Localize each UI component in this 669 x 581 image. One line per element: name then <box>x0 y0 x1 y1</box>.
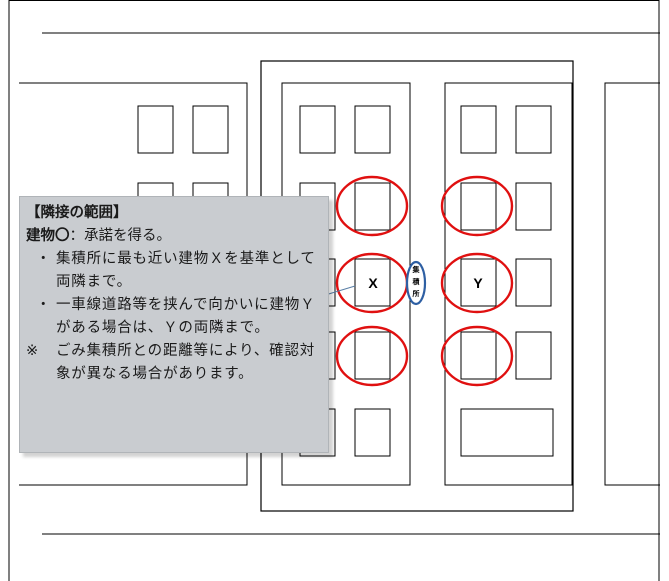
building <box>460 105 497 154</box>
building <box>137 105 174 154</box>
building <box>460 331 497 380</box>
outer-frame <box>8 0 660 581</box>
note-mark: ※ <box>26 343 39 359</box>
collection-point-char: 積 <box>412 277 421 286</box>
center-column-right <box>444 82 573 486</box>
callout-bullet-1: ・ 集積所に最も近い建物Ｘを基準として両隣まで。 <box>26 248 322 294</box>
building-x-label: X <box>368 275 378 291</box>
building <box>354 105 391 154</box>
building <box>354 408 391 457</box>
building <box>515 331 552 380</box>
collection-point-label: 集 積 所 <box>412 265 421 298</box>
building <box>515 105 552 154</box>
consent-circle <box>440 325 514 387</box>
building-y <box>460 258 497 307</box>
collection-point <box>405 260 427 306</box>
bullet-text: 一車線道路等を挟んで向かいに建物Ｙがある場合は、Ｙの両隣まで。 <box>56 297 316 336</box>
consent-circles <box>335 175 514 387</box>
callout-lead-bold: 建物〇 <box>26 228 70 244</box>
building <box>354 331 391 380</box>
building <box>515 182 552 231</box>
building-wide <box>460 408 554 457</box>
callout-lead-text: ：承諾を得る。 <box>69 228 172 244</box>
consent-circle <box>335 175 409 237</box>
note-text: ごみ集積所との距離等により、確認対象が異なる場合があります。 <box>56 343 316 382</box>
adjacency-range-callout: 【隣接の範囲】 建物〇：承諾を得る。 ・ 集積所に最も近い建物Ｘを基準として両隣… <box>19 196 329 453</box>
bullet-mark: ・ <box>36 251 51 267</box>
consent-circle <box>335 325 409 387</box>
consent-circle <box>440 175 514 237</box>
building <box>515 258 552 307</box>
callout-lead: 建物〇：承諾を得る。 <box>26 225 322 248</box>
callout-title: 【隣接の範囲】 <box>26 205 128 221</box>
callout-note: ※ ごみ集積所との距離等により、確認対象が異なる場合があります。 <box>26 340 322 386</box>
building <box>460 182 497 231</box>
bullet-mark: ・ <box>36 297 51 313</box>
building-y-label: Y <box>473 275 483 291</box>
collection-point-char: 所 <box>413 289 420 298</box>
building <box>299 105 336 154</box>
center-right-buildings <box>460 105 554 457</box>
bullet-text: 集積所に最も近い建物Ｘを基準として両隣まで。 <box>56 251 316 290</box>
right-block <box>604 82 660 486</box>
building <box>354 182 391 231</box>
callout-bullet-2: ・ 一車線道路等を挟んで向かいに建物Ｙがある場合は、Ｙの両隣まで。 <box>26 294 322 340</box>
collection-point-char: 集 <box>412 265 421 274</box>
building <box>192 105 229 154</box>
consent-circle <box>440 252 514 314</box>
building-x <box>354 258 391 307</box>
